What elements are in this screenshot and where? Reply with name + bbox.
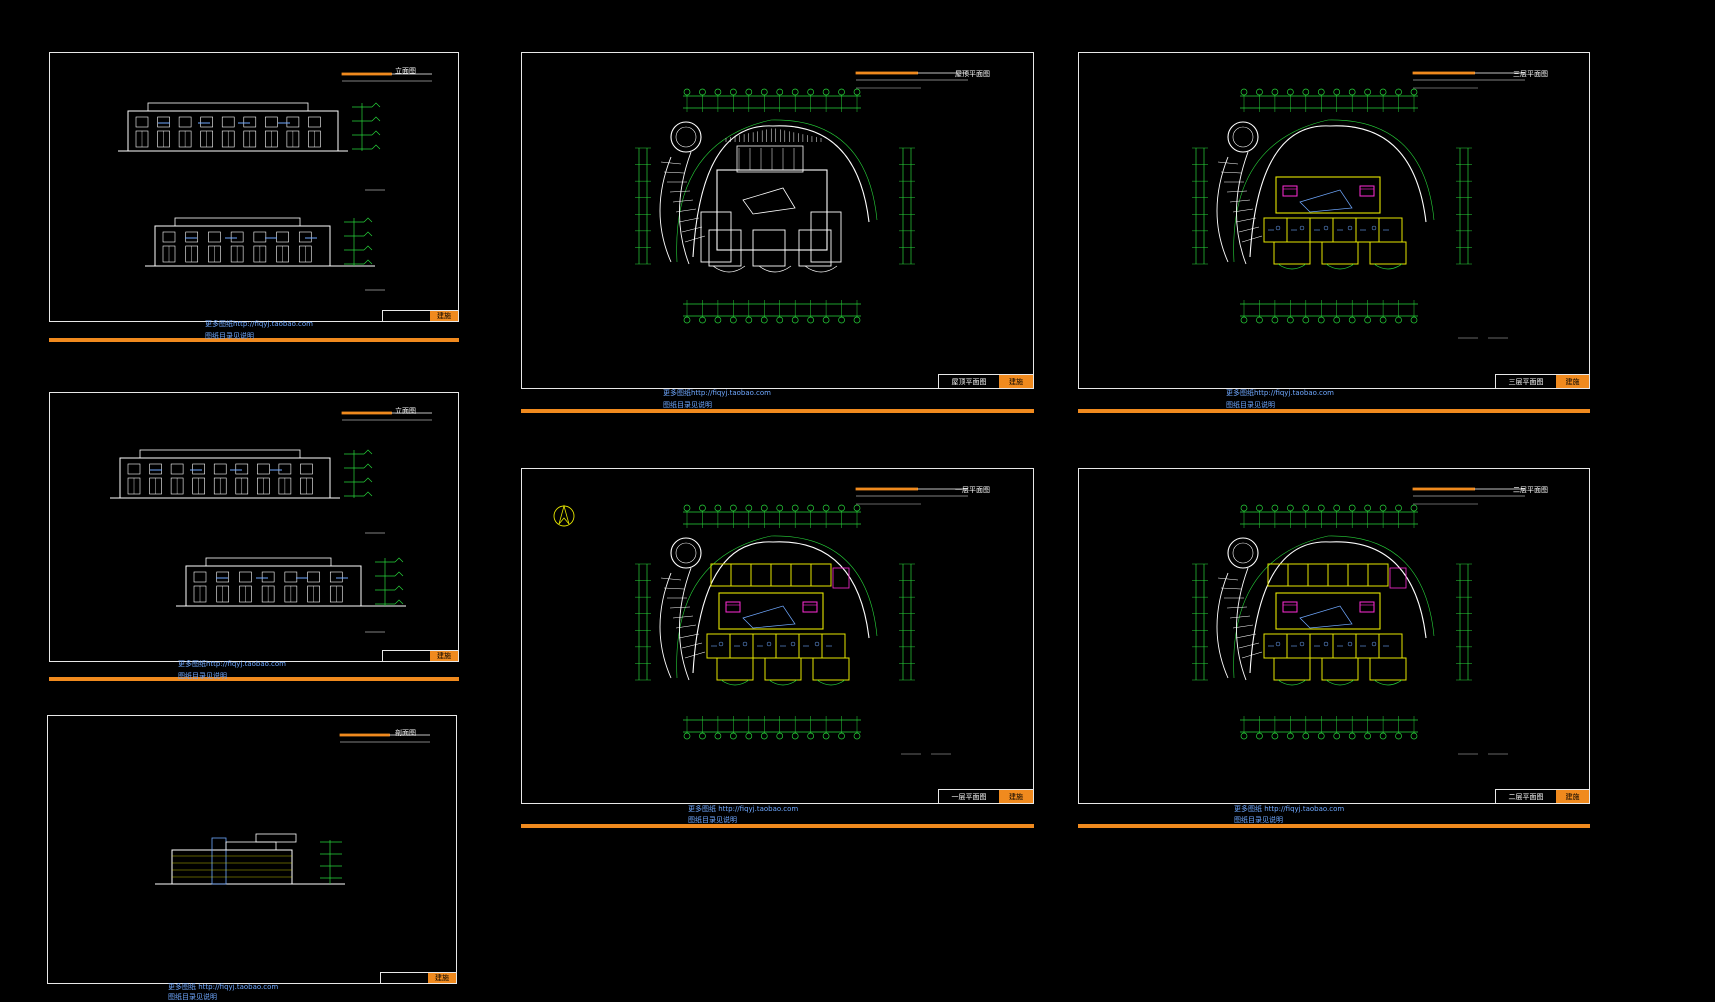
sheet-title: 剖面图 [395, 729, 416, 737]
watermark-note: 图纸目录见说明 [688, 816, 737, 824]
drawing-frame [49, 52, 459, 322]
drawing-frame [521, 52, 1034, 389]
drawing-frame [49, 392, 459, 662]
watermark-note: 图纸目录见说明 [168, 993, 217, 1001]
watermark-link[interactable]: 更多图纸http://fiqyj.taobao.com [205, 320, 313, 328]
watermark-note: 图纸目录见说明 [178, 672, 227, 680]
title-block: 建施 [380, 972, 457, 984]
title-block-label: 屋顶平面图 [951, 377, 987, 386]
watermark-link[interactable]: 更多图纸http://fiqyj.taobao.com [663, 389, 771, 397]
title-block-label: 二层平面图 [1508, 792, 1544, 801]
watermark-link[interactable]: 更多图纸 http://fiqyj.taobao.com [168, 983, 279, 991]
drawing-frame [521, 468, 1034, 804]
elev-1-front [118, 102, 381, 152]
drawing-frame [1078, 52, 1590, 389]
plan-roof-drawing [635, 71, 968, 324]
title-block: 建施 [382, 650, 459, 662]
orange-rule [49, 338, 459, 342]
watermark-note: 图纸目录见说明 [1226, 401, 1275, 409]
sheet-title: 三层平面图 [1513, 70, 1548, 78]
title-block: 二层平面图 建施 [1495, 789, 1590, 804]
sheet-title: 二层平面图 [1513, 486, 1548, 494]
title-block-label: 三层平面图 [1508, 377, 1544, 386]
title-block: 建施 [382, 310, 459, 322]
elev-2-side [176, 557, 406, 607]
elev-2-extras [339, 189, 432, 743]
watermark-link[interactable]: 更多图纸 http://fiqyj.taobao.com [688, 805, 799, 813]
watermark-link[interactable]: 更多图纸http://fiqyj.taobao.com [1226, 389, 1334, 397]
title-block: 三层平面图 建施 [1495, 374, 1590, 389]
watermark-link[interactable]: 更多图纸http://fiqyj.taobao.com [178, 660, 286, 668]
orange-rule [521, 824, 1034, 828]
sheet-title: 立面图 [395, 407, 416, 415]
drawing-frame [1078, 468, 1590, 804]
drawing-frame [47, 715, 457, 984]
title-block: 屋顶平面图 建施 [938, 374, 1034, 389]
plan-2f-drawing [1192, 487, 1525, 755]
orange-rule [521, 409, 1034, 413]
watermark-note: 图纸目录见说明 [663, 401, 712, 409]
watermark-note: 图纸目录见说明 [205, 332, 254, 340]
title-block-label: 一层平面图 [951, 792, 987, 801]
orange-rule [1078, 409, 1590, 413]
orange-rule [49, 677, 459, 681]
sheet-title: 立面图 [395, 67, 416, 75]
section-drawing [155, 833, 345, 885]
watermark-note: 图纸目录见说明 [1234, 816, 1283, 824]
plan-1f-drawing [553, 487, 968, 755]
sheet-title: 屋顶平面图 [955, 70, 990, 78]
watermark-link[interactable]: 更多图纸 http://fiqyj.taobao.com [1234, 805, 1345, 813]
title-block: 一层平面图 建施 [938, 789, 1034, 804]
elev-1-side [145, 217, 375, 267]
elev-2-front [110, 449, 373, 499]
orange-rule [1078, 824, 1590, 828]
sheet-title: 一层平面图 [955, 486, 990, 494]
plan-3f-drawing [1192, 71, 1525, 339]
elev-1-extras [341, 72, 432, 82]
